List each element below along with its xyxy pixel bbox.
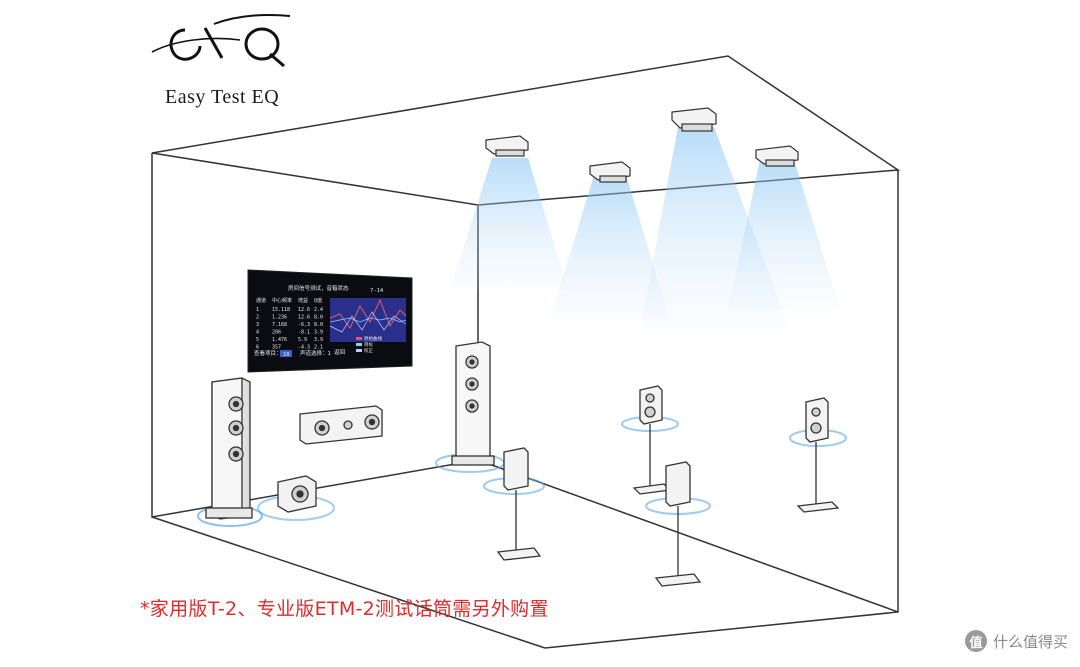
measurement-screen: 房间信号测试，音箱状态 7-14 通道中心频率增益 Q值 1 15.118 12.6 2.… [247,269,413,373]
watermark-text: 什么值得买 [992,632,1068,651]
screen-legend-label: 校正 [364,347,373,354]
screen-table-header: Q值 [314,297,322,304]
screen-table-cell: 3.9 [314,337,323,343]
screen-table: 通道中心频率增益 Q值 1 15.118 12.6 2.4 2 1.236 12.6 8.0 3 7.… [256,297,323,351]
screen-page: 7-14 [370,288,384,294]
screen-table-header: 增益 [298,297,308,304]
center-speaker-icon [299,405,383,445]
screen-table-cell: 12.6 [298,307,310,313]
screen-table-cell: 3 [256,322,259,328]
screen-table-cell: 12.6 [298,315,310,321]
screen-legend-swatch [356,349,362,352]
screen-back-label: 返回 [334,349,346,356]
tower-speaker-icon [451,341,495,466]
screen-table-cell: 2.1 [314,345,323,351]
screen-table-cell: 3.9 [314,330,323,336]
screen-table-header: 通道 [256,297,266,304]
brand-logo [151,13,291,68]
screen-table-cell: 357 [272,345,281,351]
screen-legend-swatch [356,337,362,340]
screen-table-cell: 5 [256,337,259,343]
screen-table-cell: 7.168 [272,322,287,328]
screen-table-cell: 6 [256,345,259,351]
screen-table-header: 中心频率 [272,297,292,304]
screen-channel-label: 声道选择：1 [300,349,331,357]
purchase-note-caption: *家用版T-2、专业版ETM-2测试话筒需另外购置 [140,598,549,620]
screen-footer-value: 10 [283,352,290,358]
screen-title: 房间信号测试，音箱状态 [288,284,349,292]
brand-name: Easy Test EQ [165,86,280,108]
screen-table-cell: 2.4 [314,307,323,313]
screen-table-cell: 8.0 [314,322,323,328]
screen-table-cell: -4.3 [298,345,310,351]
screen-table-cell: 1 [256,307,259,313]
screen-table-cell: -6.3 [298,322,310,328]
screen-table-cell: 1.476 [272,337,287,343]
screen-table-cell: 5.9 [298,337,307,343]
screen-legend-label: 原始曲线 [364,335,382,342]
screen-legend-label: 目标 [364,341,373,348]
screen-legend-swatch [356,343,362,346]
screen-table-cell: 206 [272,330,281,336]
tower-speaker-icon [205,377,253,520]
stand-speaker-icon [496,385,840,587]
screen-table-cell: 2 [256,315,259,321]
screen-table-cell: 4 [256,330,259,336]
screen-table-cell: -8.1 [298,330,310,336]
ceiling-speaker-icon [485,107,799,183]
screen-footer-label: 查看项目： [254,349,282,357]
screen-table-cell: 15.118 [272,307,290,313]
screen-table-cell: 1.236 [272,315,287,321]
watermark-icon: 值 [964,630,987,652]
ceiling-light-beams [450,127,840,330]
watermark: 值 什么值得买 [964,630,1068,652]
subwoofer-icon [277,475,317,513]
screen-table-cell: 8.0 [314,315,323,321]
